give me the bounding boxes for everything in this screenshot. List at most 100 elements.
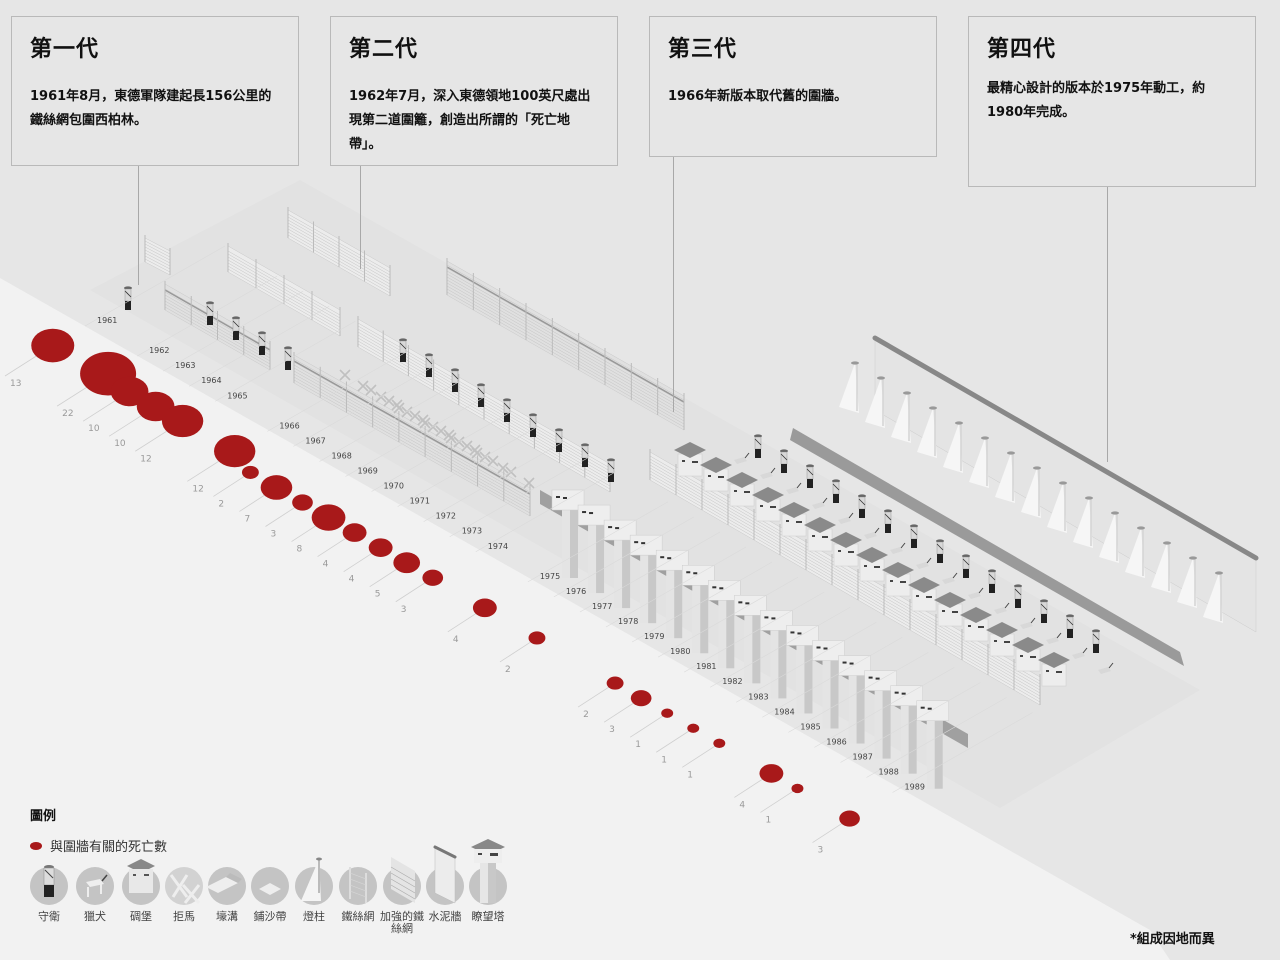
death-marker xyxy=(161,404,204,438)
guard-figure xyxy=(206,301,214,325)
generation-card-4: 第四代 最精心設計的版本於1975年動工，約1980年完成。 xyxy=(968,16,1256,187)
dog xyxy=(760,467,776,479)
year-gridline xyxy=(345,396,486,477)
year-gridline xyxy=(371,411,512,492)
guard-figure xyxy=(607,458,615,482)
wall-structures xyxy=(124,207,1259,789)
legend-item-lamp-post: 燈柱 xyxy=(292,857,336,923)
guard-figure xyxy=(988,569,996,593)
fence-gen3-back xyxy=(446,258,685,431)
year-label: 1970 xyxy=(384,482,404,491)
year-gridline xyxy=(866,697,1007,778)
tank-trap xyxy=(375,391,387,403)
bunker xyxy=(700,457,732,492)
year-label: 1977 xyxy=(592,602,612,611)
dog xyxy=(1072,647,1088,659)
tank-trap xyxy=(357,380,369,392)
fence-gen3-front xyxy=(293,352,531,517)
dog xyxy=(994,602,1010,614)
background-death-zone xyxy=(0,278,1170,960)
concrete-wall-rear-cap xyxy=(872,335,1259,561)
tank-trap xyxy=(461,440,473,452)
death-count-label: 2 xyxy=(505,665,511,675)
dog xyxy=(864,527,880,539)
year-gridline xyxy=(215,320,356,402)
leader-line-gen4 xyxy=(1107,186,1108,462)
death-marker xyxy=(759,764,784,783)
year-label: 1969 xyxy=(358,467,378,476)
death-marker xyxy=(472,598,497,618)
death-marker xyxy=(791,783,804,794)
dog-icon xyxy=(76,867,114,905)
legend-item-reinforced-wire: 加強的鐵絲網 xyxy=(380,857,424,935)
tank-trap xyxy=(409,410,421,422)
year-label: 1963 xyxy=(175,361,195,370)
year-gridline xyxy=(710,606,851,688)
lamp-post xyxy=(1151,541,1171,593)
year-gridline xyxy=(736,621,877,703)
generation-text: 1961年8月，東德軍隊建起長156公里的鐵絲網包圍西柏林。 xyxy=(30,89,272,128)
death-marker xyxy=(528,631,546,645)
guard-figure xyxy=(1040,599,1048,623)
guard-figure xyxy=(232,316,240,340)
tank-trap xyxy=(393,402,405,414)
legend-item-bunker: 碉堡 xyxy=(119,859,163,923)
year-label: 1986 xyxy=(826,737,846,746)
leader-line-gen1 xyxy=(138,165,139,285)
legend-label: 加強的鐵絲網 xyxy=(380,910,424,935)
death-count-label: 8 xyxy=(297,545,303,555)
dog xyxy=(916,557,932,569)
lamp-post xyxy=(1203,571,1223,623)
year-labels: 1961196219631964196519661967196819691970… xyxy=(84,245,1033,793)
bunker xyxy=(674,442,706,477)
lamp-post xyxy=(969,436,989,488)
guard-figure xyxy=(555,428,563,452)
bunker xyxy=(778,502,810,537)
tank-trap xyxy=(339,369,351,381)
death-count-label: 4 xyxy=(739,800,745,810)
year-label: 1974 xyxy=(488,542,508,551)
death-leader-line xyxy=(682,742,720,768)
death-count-label: 22 xyxy=(62,409,73,419)
year-gridline xyxy=(631,561,773,643)
fence-gen2-far xyxy=(287,207,391,297)
year-gridline xyxy=(788,652,929,733)
bunker xyxy=(882,562,914,597)
year-label: 1971 xyxy=(410,497,430,506)
dog xyxy=(812,497,828,509)
death-count-label: 13 xyxy=(10,379,21,389)
legend-label: 鋪沙帶 xyxy=(253,910,287,923)
fence-gen2-front xyxy=(164,281,271,371)
death-count-label: 4 xyxy=(323,560,329,570)
tank-trap xyxy=(435,425,447,437)
generation-title: 第四代 xyxy=(987,37,1057,62)
death-count-label: 2 xyxy=(218,499,224,509)
death-marker xyxy=(241,465,259,479)
year-label: 1961 xyxy=(97,316,117,325)
tank-trap xyxy=(383,395,395,407)
dog xyxy=(968,587,984,599)
death-marker xyxy=(368,538,393,557)
year-label: 1964 xyxy=(201,376,221,385)
guard-figure xyxy=(399,338,407,362)
legend-item-sand-strip: 鋪沙帶 xyxy=(248,867,292,923)
year-label: 1978 xyxy=(618,617,638,626)
guard-figure xyxy=(258,331,266,355)
year-label: 1972 xyxy=(436,512,456,521)
reinforced-wire-icon xyxy=(383,857,421,905)
lamp-post xyxy=(1125,526,1145,578)
year-gridline xyxy=(423,441,564,522)
death-marker xyxy=(687,723,700,733)
year-gridline xyxy=(762,637,903,718)
year-gridline xyxy=(449,456,590,537)
year-label: 1965 xyxy=(227,391,247,400)
dog xyxy=(786,482,802,494)
year-label: 1976 xyxy=(566,587,586,596)
generation-title: 第三代 xyxy=(668,37,738,62)
lamp-post xyxy=(891,391,911,443)
death-marker xyxy=(630,690,652,707)
year-gridline xyxy=(605,546,747,628)
guard-figure xyxy=(962,554,970,578)
death-marker xyxy=(31,328,75,363)
